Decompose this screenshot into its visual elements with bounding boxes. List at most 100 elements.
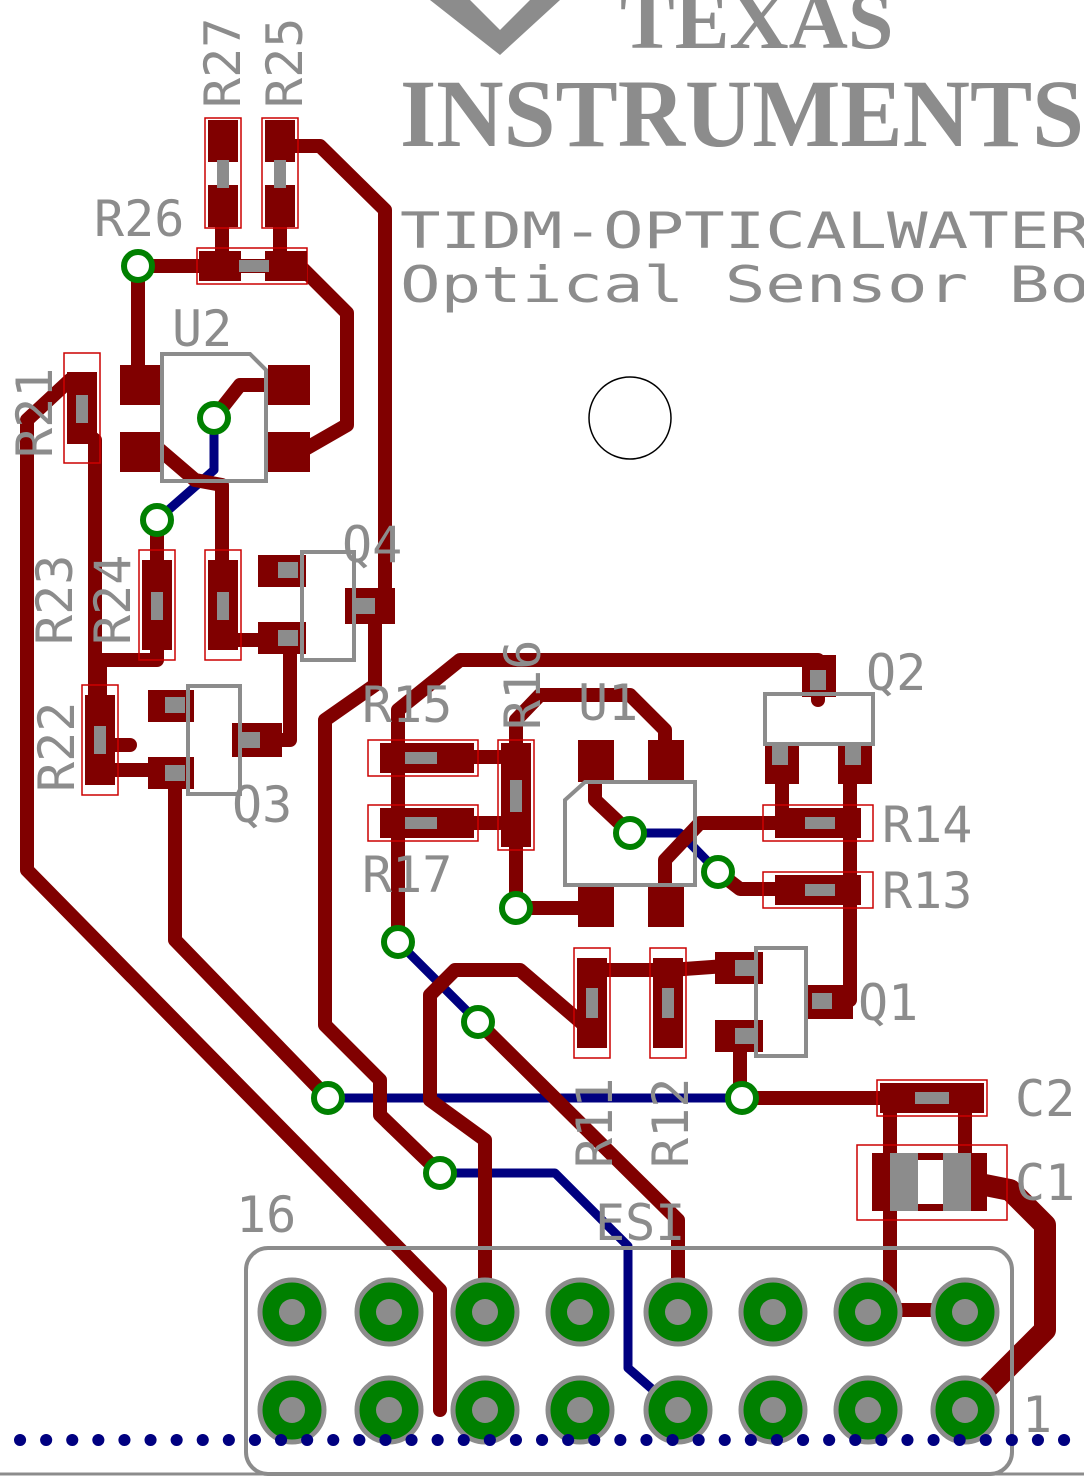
via: [423, 1156, 457, 1190]
r12-body: [662, 988, 674, 1018]
r11-body: [586, 988, 598, 1018]
r16-body: [510, 780, 522, 812]
u2-pad: [268, 432, 310, 472]
u1-pad: [578, 885, 614, 927]
r26-body: [239, 260, 269, 272]
r26-pad: [265, 251, 307, 281]
label-q4: Q4: [342, 516, 402, 574]
label-q3: Q3: [232, 776, 292, 834]
r11-outline: [573, 947, 611, 1059]
top-trace-power: [954, 1174, 1056, 1421]
q1-outline: [754, 946, 808, 1058]
component-labels: R27 R25 R26 U2 R21 R23 R24 Q4 R22 Q3 R15…: [6, 18, 1075, 1444]
ti-logo: TEXAS INSTRUMENTS: [400, 0, 1084, 167]
pin-hole: [855, 1299, 881, 1325]
top-trace: [509, 688, 672, 764]
r24-outline: [204, 549, 242, 661]
label-r17: R17: [362, 846, 452, 904]
q3-pad-center: [240, 732, 260, 748]
u2-pad: [120, 432, 162, 472]
pin-hole: [567, 1397, 593, 1423]
r27-body: [217, 160, 229, 188]
r15-body: [405, 752, 437, 764]
q2-pad-center: [845, 745, 861, 765]
r27-outline: [204, 117, 242, 229]
via: [381, 925, 415, 959]
label-r14: R14: [882, 796, 972, 854]
q1-pad-center: [735, 960, 755, 976]
label-u2: U2: [172, 300, 232, 358]
u2-pad: [120, 365, 162, 405]
logo-line2: INSTRUMENTS: [400, 60, 1084, 167]
r27-pad: [208, 120, 238, 162]
label-r21: R21: [6, 368, 64, 458]
pin-hole: [760, 1299, 786, 1325]
top-trace: [131, 259, 354, 459]
via: [461, 1005, 495, 1039]
c2-body: [915, 1092, 949, 1104]
label-r15: R15: [362, 676, 452, 734]
r22-body: [94, 726, 106, 754]
r26-pad: [199, 251, 241, 281]
ti-logo-mark: [430, 0, 560, 55]
u1-pad: [648, 740, 684, 782]
r23-outline: [138, 549, 176, 661]
bottom-trace: [152, 413, 219, 525]
smd-pads: [63, 117, 1008, 1221]
via: [499, 891, 533, 925]
label-r16: R16: [494, 640, 552, 730]
pin-hole: [665, 1299, 691, 1325]
r25-pad: [265, 120, 295, 162]
via: [613, 816, 647, 850]
pin-hole: [279, 1299, 305, 1325]
label-r26: R26: [94, 190, 184, 248]
r14-outline: [762, 804, 874, 842]
label-c1: C1: [1015, 1154, 1075, 1212]
c2-outline: [876, 1079, 988, 1117]
r23-body: [151, 592, 163, 620]
r21-body: [76, 395, 88, 423]
r22-outline: [81, 684, 119, 796]
r16-outline: [497, 739, 535, 851]
r25-outline: [261, 117, 299, 229]
label-r13: R13: [882, 862, 972, 920]
q2-outline: [763, 692, 875, 746]
c1-body: [918, 1160, 943, 1204]
pin-hole: [665, 1397, 691, 1423]
pin-hole: [567, 1299, 593, 1325]
c1-terminal: [943, 1153, 971, 1211]
top-trace: [93, 763, 335, 1105]
q1-pad-center: [812, 993, 832, 1009]
label-r11: R11: [566, 1078, 624, 1168]
r21-outline: [63, 352, 101, 464]
q4-pad-center: [355, 598, 375, 614]
via: [725, 1081, 759, 1115]
via: [701, 855, 735, 889]
label-pin-1: 1: [1022, 1386, 1052, 1444]
r24-body: [217, 592, 229, 620]
top-trace: [658, 816, 847, 897]
u1-outline: [563, 780, 697, 887]
pin-hole: [279, 1397, 305, 1423]
r27-pad: [208, 185, 238, 227]
pin-hole: [952, 1397, 978, 1423]
label-r23: R23: [26, 555, 84, 645]
q3-outline: [186, 684, 242, 796]
pin-hole: [760, 1397, 786, 1423]
q4-pad-center: [278, 562, 298, 578]
u2-outline: [160, 352, 268, 483]
top-trace: [423, 963, 597, 1317]
pin-hole: [855, 1397, 881, 1423]
label-q1: Q1: [858, 974, 918, 1032]
label-esi: ESI: [595, 1194, 685, 1252]
label-u1: U1: [578, 674, 638, 732]
r25-body: [274, 160, 286, 188]
r15-outline: [367, 739, 479, 777]
mounting-hole: [588, 376, 672, 460]
q4-outline: [300, 550, 356, 662]
logo-line1: TEXAS: [620, 0, 893, 66]
u1-pad: [578, 740, 614, 782]
label-r22: R22: [28, 702, 86, 792]
u1-pad: [648, 885, 684, 927]
